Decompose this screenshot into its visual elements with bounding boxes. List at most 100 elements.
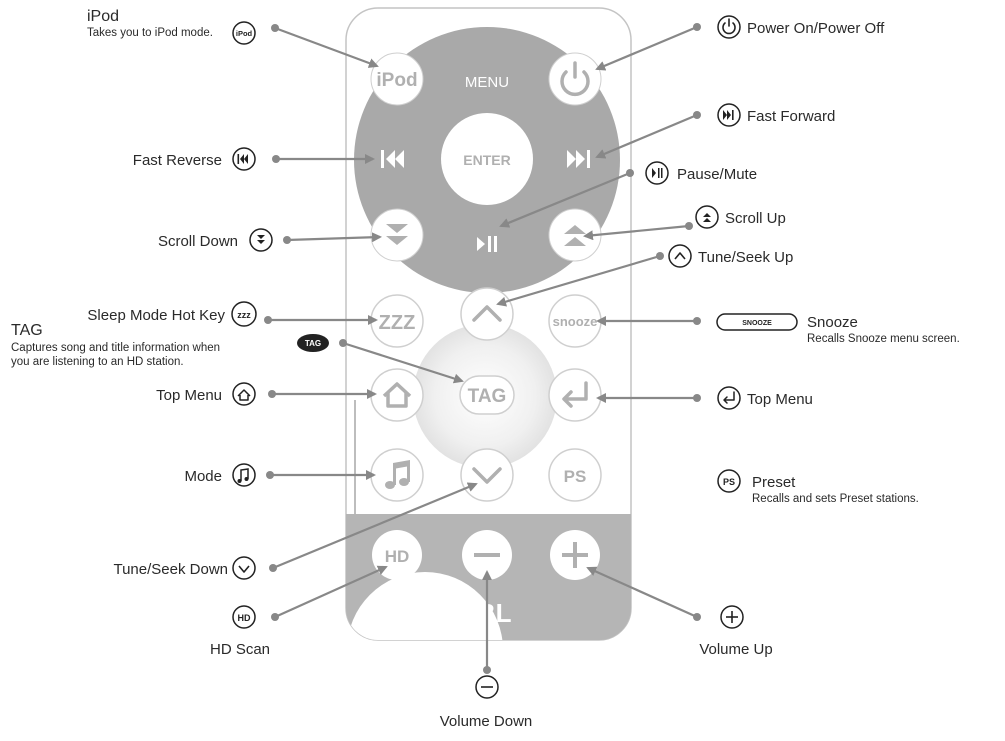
callout-top-menu-right: Top Menu: [717, 386, 813, 410]
scroll-up-button[interactable]: [548, 208, 602, 262]
chevron-down-icon: [472, 467, 502, 484]
snooze-icon: [716, 313, 798, 331]
callout-pause-mute-title: Pause/Mute: [677, 166, 757, 183]
power-button[interactable]: [548, 52, 602, 106]
return-button[interactable]: [548, 368, 602, 422]
callout-power-title: Power On/Power Off: [747, 20, 885, 37]
volume-up-button[interactable]: [550, 530, 600, 580]
sleep-icon-label: zzz: [237, 310, 251, 320]
callout-sleep-title: Sleep Mode Hot Key: [87, 307, 225, 324]
callout-fast-forward-title: Fast Forward: [747, 108, 835, 125]
preset-icon-label: PS: [723, 477, 735, 487]
callout-tag: TAG Captures song and title information …: [11, 322, 329, 368]
tune-up-button[interactable]: [460, 287, 514, 341]
callout-fast-reverse-title: Fast Reverse: [133, 152, 222, 169]
hd-button-label: HD: [385, 547, 410, 566]
music-note-icon: [232, 463, 256, 487]
preset-button[interactable]: PS: [548, 448, 602, 502]
fast-forward-button[interactable]: [567, 150, 590, 168]
callout-volume-down: Volume Down: [440, 675, 532, 730]
hd-icon-label: HD: [238, 613, 251, 623]
snooze-button[interactable]: snooze: [548, 294, 602, 348]
minus-icon: [475, 675, 499, 699]
callout-ipod-title: iPod: [87, 8, 119, 25]
menu-label: MENU: [465, 74, 509, 91]
callout-fast-reverse: Fast Reverse: [133, 147, 256, 171]
callout-tune-seek-up-title: Tune/Seek Up: [698, 249, 793, 266]
power-icon: [560, 61, 590, 97]
callout-top-menu-left-title: Top Menu: [156, 387, 222, 404]
callout-tune-seek-up: Tune/Seek Up: [668, 244, 793, 268]
snooze-button-label: snooze: [553, 314, 598, 329]
callout-snooze-title: Snooze: [807, 314, 858, 331]
callout-ipod: iPod Takes you to iPod mode. iPod: [87, 8, 256, 45]
return-icon: [717, 386, 741, 410]
ipod-button-label: iPod: [376, 70, 417, 91]
mode-button[interactable]: [370, 448, 424, 502]
callout-tune-seek-down-title: Tune/Seek Down: [113, 561, 228, 578]
fast-reverse-button[interactable]: [381, 150, 404, 168]
scroll-up-icon: [564, 225, 586, 246]
sleep-icon: [231, 301, 257, 327]
callout-top-menu-right-title: Top Menu: [747, 391, 813, 408]
callout-tag-desc-2: you are listening to an HD station.: [11, 356, 184, 368]
preset-icon: [717, 469, 741, 493]
scroll-down-icon: [386, 224, 408, 245]
power-icon: [717, 15, 741, 39]
callout-power: Power On/Power Off: [717, 15, 885, 39]
callout-scroll-down: Scroll Down: [158, 228, 273, 252]
callout-preset: PS Preset Recalls and sets Preset statio…: [717, 469, 919, 505]
ipod-icon: [232, 21, 256, 45]
tag-button[interactable]: TAG: [459, 375, 515, 415]
tag-icon: [297, 334, 329, 352]
music-note-icon: [385, 460, 410, 489]
fast-reverse-icon: [232, 147, 256, 171]
ipod-button[interactable]: iPod: [370, 52, 424, 106]
scroll-down-icon: [249, 228, 273, 252]
play-pause-icon: [477, 236, 497, 252]
callout-tag-desc-1: Captures song and title information when: [11, 342, 220, 354]
plus-icon: [720, 605, 744, 629]
plus-icon: [562, 542, 588, 568]
chevron-up-icon: [668, 244, 692, 268]
tune-down-button[interactable]: [460, 448, 514, 502]
tag-icon-label: TAG: [305, 339, 321, 348]
pause-mute-button[interactable]: [477, 236, 497, 252]
callout-preset-title: Preset: [752, 474, 796, 491]
callout-tag-title: TAG: [11, 322, 43, 339]
callout-mode-title: Mode: [184, 468, 222, 485]
callout-top-menu-left: Top Menu: [156, 382, 256, 406]
return-icon: [562, 381, 588, 408]
callout-scroll-down-title: Scroll Down: [158, 233, 238, 250]
sleep-button-label: ZZZ: [379, 312, 416, 334]
preset-button-label: PS: [564, 467, 587, 486]
callout-volume-up-title: Volume Up: [699, 641, 772, 658]
scroll-down-button[interactable]: [370, 208, 424, 262]
callout-ipod-desc: Takes you to iPod mode.: [87, 27, 213, 39]
callout-arrows: [268, 25, 698, 670]
hd-button[interactable]: HD: [372, 530, 422, 580]
callout-volume-up: Volume Up: [699, 605, 773, 658]
callout-preset-desc: Recalls and sets Preset stations.: [752, 493, 919, 505]
callout-hd-scan: HD HD Scan: [210, 605, 270, 658]
scroll-up-icon: [695, 205, 719, 229]
callout-tune-seek-down: Tune/Seek Down: [113, 556, 256, 580]
enter-button[interactable]: ENTER: [441, 113, 533, 205]
snooze-icon-label: SNOOZE: [742, 320, 772, 327]
callout-pause-mute: Pause/Mute: [645, 161, 757, 185]
callout-dots: [264, 23, 701, 674]
callout-fast-forward: Fast Forward: [717, 103, 835, 127]
fast-forward-icon: [567, 150, 590, 168]
home-button[interactable]: [370, 368, 424, 422]
callout-scroll-up: Scroll Up: [695, 205, 786, 229]
callout-snooze: SNOOZE Snooze Recalls Snooze menu screen…: [716, 313, 960, 345]
callout-mode: Mode: [184, 463, 256, 487]
volume-down-button[interactable]: [462, 530, 512, 580]
fast-forward-icon: [717, 103, 741, 127]
home-icon: [382, 382, 412, 408]
minus-icon: [474, 553, 500, 557]
tag-button-label: TAG: [468, 386, 507, 407]
callout-hd-scan-title: HD Scan: [210, 641, 270, 658]
sleep-button[interactable]: ZZZ: [370, 294, 424, 348]
